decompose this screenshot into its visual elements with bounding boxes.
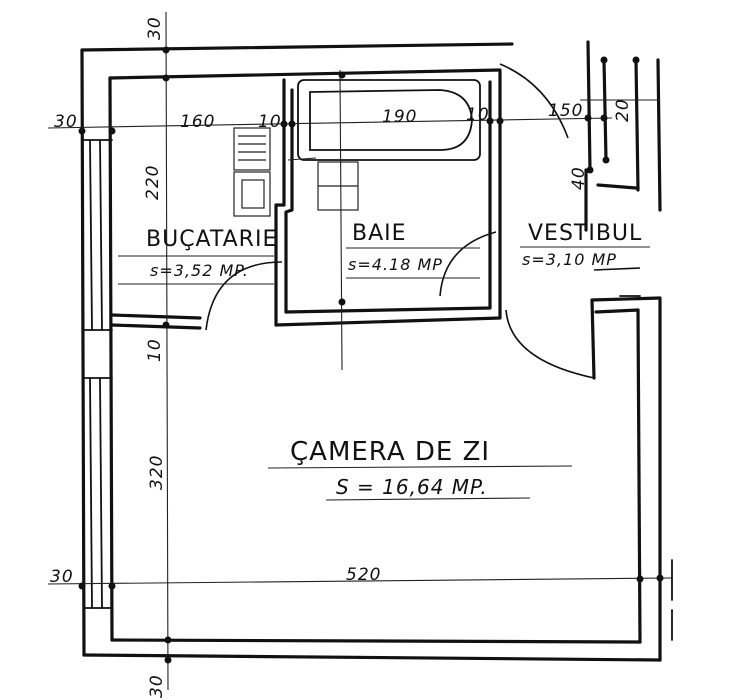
misc-marks [619,295,673,641]
dim-kitchen-depth: 220 [143,165,163,200]
dimension-lines [47,11,673,691]
dim-hall-width: 150 [548,101,583,121]
dim-top-wall: 30 [145,16,165,40]
bathroom-area: s=4.18 MP [348,255,443,274]
hall-name: VESTIBUL [528,221,642,246]
dim-left-top-wall: 30 [54,112,78,132]
dim-living-width: 520 [346,565,381,585]
kitchen-name: BUÇATARIE [146,227,277,252]
living-room-name: ÇAMERA DE ZI [290,437,490,467]
hall-area: s=3,10 MP [522,250,617,269]
doors [205,63,641,379]
dimension-labels: 30 30 160 10 190 10 150 20 40 220 10 320… [50,16,633,698]
bathroom-name: BAIE [352,221,407,246]
dimension-markers [78,46,664,664]
interior-walls [110,70,662,380]
living-room-area: S = 16,64 MP. [336,475,488,499]
dim-partition-2: 10 [466,105,490,125]
dim-hall-wall: 40 [569,166,589,190]
dim-kitchen-width: 160 [180,112,215,132]
dim-right-wall: 20 [613,98,633,122]
kitchen-fixtures [233,127,359,217]
dim-left-bottom-wall: 30 [50,567,74,587]
dim-partition-3: 10 [145,338,165,362]
dim-bath-width: 190 [382,107,417,127]
left-windows [83,139,113,609]
dim-bottom-wall: 30 [147,674,167,698]
kitchen-area: s=3,52 MP. [150,261,249,280]
dim-partition-1: 10 [258,112,282,132]
room-labels: BUÇATARIE s=3,52 MP. BAIE s=4.18 MP VEST… [118,221,650,501]
dim-living-depth: 320 [147,455,167,490]
outer-walls [80,40,662,662]
